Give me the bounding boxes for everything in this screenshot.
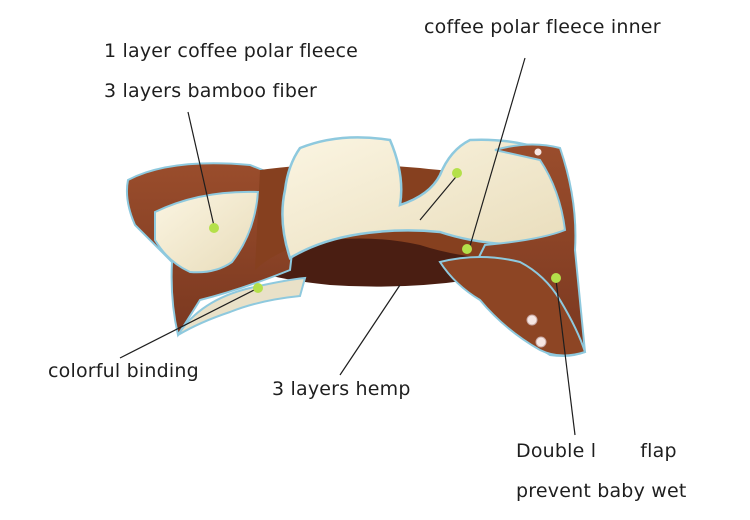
marker-fleece (452, 168, 462, 178)
pointer-binding (119, 287, 259, 359)
label-double-flap-a: Double l (516, 440, 597, 462)
label-hemp: 3 layers hemp (272, 378, 411, 400)
marker-inner (462, 244, 472, 254)
label-colorful-binding: colorful binding (48, 360, 199, 382)
snap-3 (534, 148, 542, 156)
front-panel (177, 276, 307, 336)
snap-1 (526, 314, 538, 326)
pointer-bamboo (187, 111, 215, 227)
pointer-inner (469, 57, 526, 247)
snap-2 (535, 336, 547, 348)
pointer-hemp (339, 284, 401, 376)
marker-bamboo (209, 223, 219, 233)
right-flap (438, 256, 587, 357)
label-double-flap: Double l flap (516, 440, 677, 462)
pointer-inner-2 (419, 171, 461, 221)
marker-flap (551, 273, 561, 283)
label-prevent-wet: prevent baby wet (516, 480, 687, 502)
bamboo-insert (154, 190, 260, 274)
label-polar-fleece-layer: 1 layer coffee polar fleece (104, 40, 359, 62)
label-double-flap-b: flap (640, 440, 677, 462)
pointer-flap (555, 279, 576, 436)
label-bamboo-fiber: 3 layers bamboo fiber (104, 80, 318, 102)
label-fleece-inner: coffee polar fleece inner (424, 16, 661, 38)
marker-binding (253, 283, 263, 293)
